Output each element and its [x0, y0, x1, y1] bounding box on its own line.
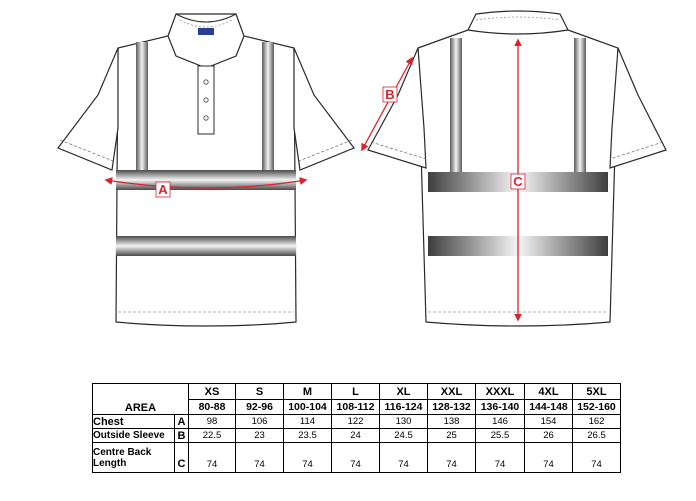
- cell-value: 98: [188, 414, 236, 429]
- cell-value: 74: [524, 442, 573, 473]
- measure-b-line: [361, 56, 413, 152]
- garment-diagram: A B C: [57, 10, 667, 327]
- size-header: XL: [379, 383, 428, 400]
- range-header: 92-96: [235, 399, 284, 415]
- size-header-row: AREA XS S M L XL XXL XXXL 4XL 5XL: [92, 383, 621, 415]
- range-header: 116-124: [379, 399, 428, 415]
- size-header: M: [283, 383, 332, 400]
- front-stripe-v-right: [262, 42, 274, 170]
- row-name: Centre Back Length: [92, 442, 175, 473]
- back-stripe-v-right: [574, 38, 586, 172]
- cell-value: 23.5: [283, 428, 332, 443]
- back-stripe-v-left: [450, 38, 462, 172]
- range-header: 144-148: [524, 399, 573, 415]
- cell-value: 74: [235, 442, 284, 473]
- back-right-sleeve: [609, 47, 667, 169]
- measure-c-label: C: [513, 174, 523, 189]
- range-header: 128-132: [427, 399, 476, 415]
- button-1: [203, 79, 209, 85]
- cell-value: 146: [475, 414, 525, 429]
- measure-b-label: B: [385, 87, 394, 102]
- cell-value: 24: [331, 428, 380, 443]
- row-name: Outside Sleeve: [92, 428, 175, 443]
- size-header: XS: [188, 383, 236, 400]
- measure-a-line: [104, 177, 308, 189]
- table-row: Centre Back Length C 74 74 74 74 74 74 7…: [92, 442, 621, 473]
- cell-value: 23: [235, 428, 284, 443]
- cell-value: 25: [427, 428, 476, 443]
- size-header: S: [235, 383, 284, 400]
- cell-value: 26: [524, 428, 573, 443]
- range-header: 80-88: [188, 399, 236, 415]
- button-3: [203, 115, 209, 121]
- range-header: 136-140: [475, 399, 525, 415]
- cell-value: 24.5: [379, 428, 428, 443]
- front-stripe-h-lower: [116, 236, 296, 256]
- back-collar: [467, 10, 569, 35]
- row-name-line: Length: [93, 457, 127, 469]
- table-row: Chest A 98 106 114 122 130 138 146 154 1…: [92, 414, 621, 429]
- cell-value: 25.5: [475, 428, 525, 443]
- table-row: Outside Sleeve B 22.5 23 23.5 24 24.5 25…: [92, 428, 621, 443]
- front-stripe-v-left: [136, 42, 148, 170]
- front-view: A: [57, 13, 355, 327]
- front-stripe-h-chest: [116, 170, 296, 190]
- range-header: 100-104: [283, 399, 332, 415]
- area-header: AREA: [92, 383, 189, 415]
- back-view: B C: [361, 10, 667, 327]
- brand-label: [198, 28, 214, 35]
- cell-value: 154: [524, 414, 573, 429]
- button-2: [203, 97, 209, 103]
- row-code: C: [174, 442, 189, 473]
- range-header: 108-112: [331, 399, 380, 415]
- front-right-sleeve: [293, 47, 355, 171]
- cell-value: 122: [331, 414, 380, 429]
- size-header: L: [331, 383, 380, 400]
- cell-value: 162: [572, 414, 621, 429]
- cell-value: 74: [188, 442, 236, 473]
- row-code: B: [174, 428, 189, 443]
- cell-value: 138: [427, 414, 476, 429]
- row-name: Chest: [92, 414, 175, 429]
- cell-value: 26.5: [572, 428, 621, 443]
- size-header: XXXL: [475, 383, 525, 400]
- front-left-sleeve: [57, 47, 119, 171]
- measure-a-label: A: [158, 182, 168, 197]
- cell-value: 106: [235, 414, 284, 429]
- cell-value: 74: [475, 442, 525, 473]
- cell-value: 22.5: [188, 428, 236, 443]
- cell-value: 74: [572, 442, 621, 473]
- size-chart-table: AREA XS S M L XL XXL XXXL 4XL 5XL 80-88 …: [92, 383, 621, 473]
- size-header: 4XL: [524, 383, 573, 400]
- cell-value: 130: [379, 414, 428, 429]
- front-collar: [167, 13, 245, 69]
- size-header: 5XL: [572, 383, 621, 400]
- size-header: XXL: [427, 383, 476, 400]
- row-name-line: Centre Back: [93, 446, 152, 458]
- cell-value: 74: [331, 442, 380, 473]
- cell-value: 114: [283, 414, 332, 429]
- cell-value: 74: [283, 442, 332, 473]
- row-code: A: [174, 414, 189, 429]
- range-header: 152-160: [572, 399, 621, 415]
- cell-value: 74: [379, 442, 428, 473]
- cell-value: 74: [427, 442, 476, 473]
